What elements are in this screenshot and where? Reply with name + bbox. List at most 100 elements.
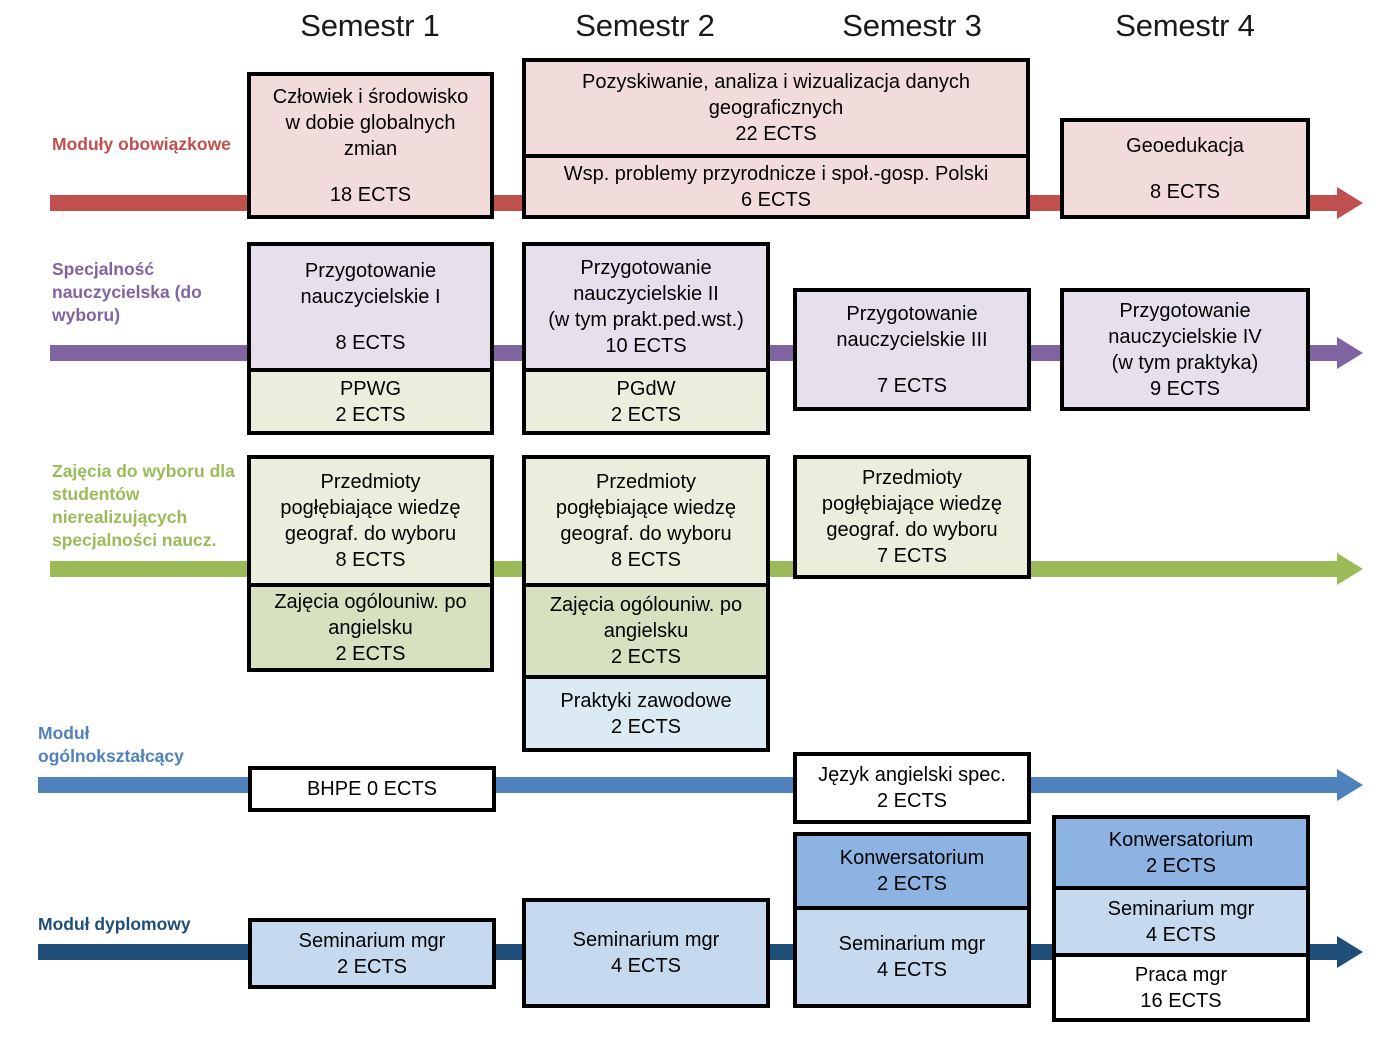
course-box-r5s2[interactable]: Seminarium mgr 4 ECTS — [522, 898, 770, 1008]
course-title-line: zmian — [343, 137, 398, 160]
semester-heading-2: Semestr 2 — [575, 8, 715, 43]
course-ects: 2 ECTS — [1145, 854, 1217, 877]
course-title-line: Przedmioty — [320, 471, 421, 493]
course-title-line: Przygotowanie — [846, 302, 978, 325]
course-box-r5s4[interactable]: Konwersatorium 2 ECTS Seminarium mgr 4 E… — [1052, 815, 1310, 1022]
track-label-line: dla studentów — [52, 461, 235, 505]
course-title-line: geograficznych — [708, 97, 844, 119]
course-cell: Konwersatorium 2 ECTS — [1056, 819, 1306, 886]
course-ects: 2 ECTS — [335, 642, 406, 665]
course-ects: 22 ECTS — [735, 123, 817, 145]
course-cell: Zajęcia ogólouniw. po angielsku 2 ECTS — [526, 583, 766, 675]
track-label-line: obowiązkowe — [118, 134, 231, 154]
course-cell: Przedmioty pogłębiające wiedzę geograf. … — [797, 459, 1027, 575]
course-box-r2s1[interactable]: Przygotowanie nauczycielskie I 8 ECTS PP… — [247, 242, 494, 435]
course-cell: Praktyki zawodowe 2 ECTS — [526, 675, 766, 748]
semester-heading-4: Semestr 4 — [1115, 8, 1255, 43]
course-title-line: nauczycielskie I — [300, 286, 441, 308]
course-title-line: w dobie globalnych — [285, 111, 456, 134]
course-box-r3s1[interactable]: Przedmioty pogłębiające wiedzę geograf. … — [247, 455, 494, 672]
arrow-head-icon — [1337, 769, 1363, 801]
course-cell: PGdW 2 ECTS — [526, 368, 766, 431]
course-ects: 16 ECTS — [1140, 989, 1222, 1012]
course-ects: 6 ECTS — [740, 188, 812, 211]
course-title-line: Przedmioty — [861, 467, 963, 489]
track-label-line: ogólnokształcący — [38, 746, 184, 767]
course-title-line: (w tym praktyka) — [1111, 351, 1259, 374]
course-ects: 2 ECTS — [336, 955, 408, 978]
course-box-r4s3[interactable]: Język angielski spec. 2 ECTS — [793, 752, 1031, 824]
track-label-line: specjalności naucz. — [52, 530, 217, 551]
course-box-r4s1[interactable]: BHPE 0 ECTS — [248, 766, 496, 812]
course-box-r3s3[interactable]: Przedmioty pogłębiające wiedzę geograf. … — [793, 455, 1031, 579]
course-cell: Przygotowanie nauczycielskie III 7 ECTS — [797, 292, 1027, 407]
course-box-r3s2[interactable]: Przedmioty pogłębiające wiedzę geograf. … — [522, 455, 770, 752]
course-title-line: Seminarium mgr — [298, 929, 446, 952]
arrow-head-icon — [1337, 553, 1363, 585]
course-title-line: Praca mgr — [1134, 963, 1228, 986]
course-title-line: Człowiek i środowisko — [272, 85, 469, 108]
course-title-line: Seminarium mgr — [572, 929, 720, 951]
course-box-r1s2[interactable]: Pozyskiwanie, analiza i wizualizacja dan… — [522, 58, 1030, 219]
course-title-line: Geoedukacja — [1126, 134, 1244, 157]
course-cell: Język angielski spec. 2 ECTS — [797, 756, 1027, 820]
course-title-line: Konwersatorium — [1108, 828, 1254, 851]
course-cell: Wsp. problemy przyrodnicze i społ.-gosp.… — [526, 154, 1026, 215]
course-title-line: Konwersatorium — [839, 847, 985, 869]
course-ects: 2 ECTS — [610, 646, 682, 668]
course-ects: 8 ECTS — [335, 332, 406, 354]
course-title-line: pogłębiające wiedzę — [280, 497, 461, 519]
track-label-line: Specjalność — [52, 259, 155, 279]
track-label-line: Moduł — [38, 723, 90, 743]
course-ects: 8 ECTS — [335, 549, 406, 571]
course-box-r1s1[interactable]: Człowiek i środowisko w dobie globalnych… — [247, 72, 494, 219]
course-title-line: Przygotowanie — [304, 260, 437, 282]
course-ects: 7 ECTS — [876, 545, 948, 567]
course-cell: Pozyskiwanie, analiza i wizualizacja dan… — [526, 62, 1026, 154]
course-cell: Zajęcia ogólouniw. po angielsku 2 ECTS — [251, 583, 490, 668]
track-label-line: Zajęcia do wyboru — [52, 461, 205, 481]
course-cell: Geoedukacja 8 ECTS — [1064, 122, 1306, 215]
course-ects: 4 ECTS — [610, 955, 682, 977]
course-box-r5s1[interactable]: Seminarium mgr 2 ECTS — [248, 918, 496, 989]
course-ects: 10 ECTS — [605, 335, 687, 357]
course-title-line: geograf. do wyboru — [560, 523, 732, 545]
course-ects: 4 ECTS — [1145, 923, 1217, 946]
course-cell: Seminarium mgr 4 ECTS — [1056, 886, 1306, 953]
course-cell: Seminarium mgr 2 ECTS — [252, 922, 492, 985]
course-ects: 2 ECTS — [876, 873, 948, 895]
track-arrow-ogolnoksztalcacy — [38, 769, 1363, 801]
course-cell: Przygotowanie nauczycielskie II (w tym p… — [526, 246, 766, 368]
course-box-r2s2[interactable]: Przygotowanie nauczycielskie II (w tym p… — [522, 242, 770, 435]
arrow-head-icon — [1337, 187, 1363, 219]
course-title-line: geograf. do wyboru — [826, 519, 998, 541]
course-cell: PPWG 2 ECTS — [251, 368, 490, 431]
arrow-head-icon — [1337, 337, 1363, 369]
course-ects: 8 ECTS — [1149, 180, 1221, 203]
course-title-line: pogłębiające wiedzę — [555, 497, 737, 519]
course-cell: BHPE 0 ECTS — [252, 770, 492, 808]
course-title-line: Seminarium mgr — [838, 933, 986, 955]
course-box-r5s3[interactable]: Konwersatorium 2 ECTS Seminarium mgr 4 E… — [793, 832, 1031, 1008]
course-title-line: nauczycielskie III — [836, 328, 988, 351]
course-title-line: Praktyki zawodowe — [560, 689, 732, 712]
course-cell: Seminarium mgr 4 ECTS — [526, 902, 766, 1004]
course-title-line: PGdW — [616, 377, 676, 400]
course-box-r2s4[interactable]: Przygotowanie nauczycielskie IV (w tym p… — [1060, 288, 1310, 411]
course-title-line: Język angielski spec. — [818, 764, 1006, 786]
course-title-line: nauczycielskie IV — [1108, 325, 1262, 348]
course-ects: 2 ECTS — [610, 403, 682, 426]
course-cell: Praca mgr 16 ECTS — [1056, 953, 1306, 1018]
track-label-line: Moduły — [52, 134, 114, 154]
course-cell: Przygotowanie nauczycielskie IV (w tym p… — [1064, 292, 1306, 407]
course-ects: 2 ECTS — [876, 790, 948, 812]
course-title-line: BHPE 0 ECTS — [306, 778, 438, 800]
course-box-r2s3[interactable]: Przygotowanie nauczycielskie III 7 ECTS — [793, 288, 1031, 411]
course-ects: 8 ECTS — [610, 549, 682, 571]
track-label-ogolnoksztalcacy: Moduł ogólnokształcący — [38, 722, 238, 768]
course-cell: Przedmioty pogłębiające wiedzę geograf. … — [526, 459, 766, 583]
course-box-r1s4[interactable]: Geoedukacja 8 ECTS — [1060, 118, 1310, 219]
course-title-line: Zajęcia ogólouniw. po — [274, 590, 467, 613]
course-title-line: angielsku — [328, 616, 413, 639]
